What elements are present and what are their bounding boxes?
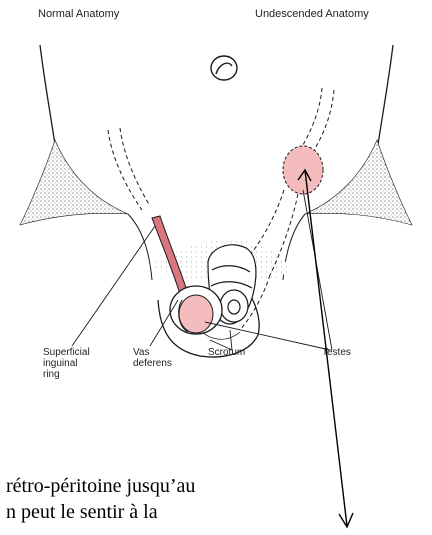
- torso-outline: [40, 45, 393, 210]
- label-testes: Testes: [322, 347, 351, 358]
- label-scrotum: Scrotum: [208, 347, 245, 358]
- undescended-testis: [283, 146, 323, 194]
- navel: [211, 56, 237, 80]
- left-dashed-canal: [108, 128, 150, 210]
- label-vas-line1: Vas: [133, 347, 172, 358]
- body-text-line1: rétro-péritoine jusqu’au: [6, 474, 195, 498]
- normal-testis: [179, 295, 213, 333]
- right-groin-shading: [305, 140, 412, 225]
- left-groin-shading: [20, 140, 128, 225]
- label-superficial-line3: ring: [43, 369, 90, 380]
- label-superficial-line1: Superficial: [43, 347, 90, 358]
- label-vas-deferens: Vas deferens: [133, 347, 172, 369]
- label-vas-line2: deferens: [133, 358, 172, 369]
- label-superficial-line2: inguinal: [43, 358, 90, 369]
- body-text-line2: n peut le sentir à la: [6, 500, 158, 524]
- label-superficial-inguinal-ring: Superficial inguinal ring: [43, 347, 90, 380]
